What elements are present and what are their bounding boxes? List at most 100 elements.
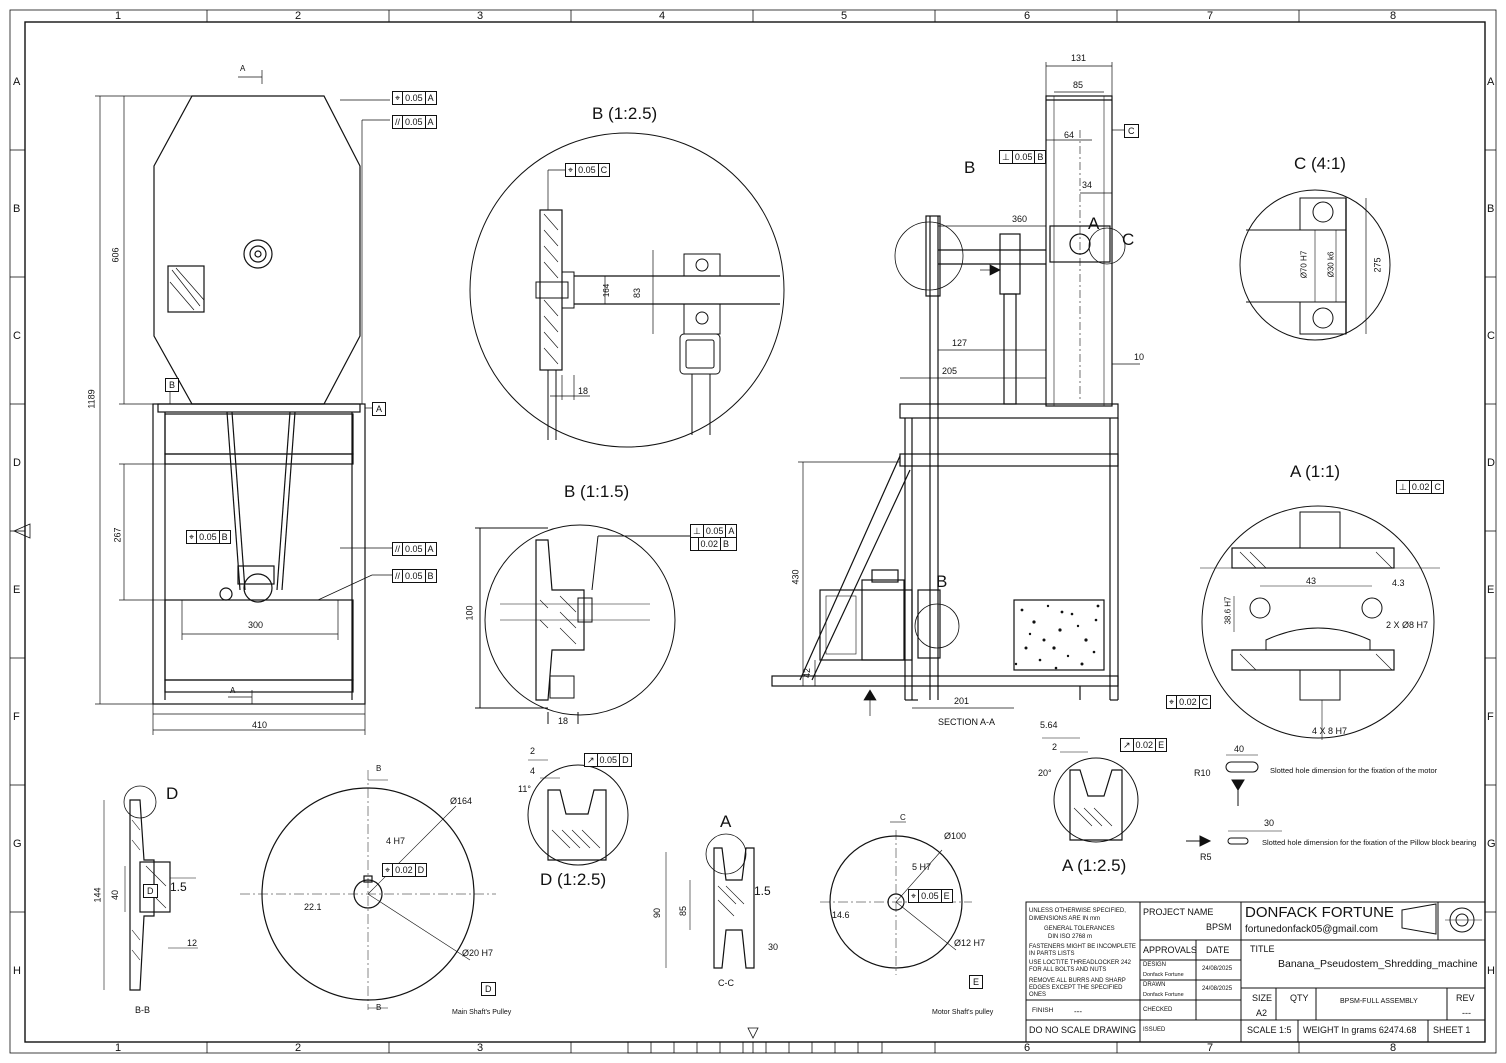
- tb-rev-label: REV: [1456, 993, 1475, 1003]
- dim-201: 201: [954, 696, 970, 706]
- zone-row-h-right: H: [1487, 965, 1495, 977]
- cut-a-top: A: [240, 64, 246, 73]
- cut-c-top: C: [900, 813, 906, 822]
- outer-border: [9, 9, 1497, 1054]
- datum-b: B: [165, 378, 180, 392]
- dim-2: 2: [530, 746, 536, 756]
- hopper-outline: [153, 95, 361, 405]
- tb-drawn-label: DRAWN: [1143, 982, 1166, 988]
- dim-15-cc: 1.5: [754, 884, 771, 898]
- zone-col-8: 8: [1390, 10, 1397, 22]
- zone-row-b: B: [13, 203, 21, 215]
- bb-label: B-B: [135, 1005, 151, 1015]
- dim-90: 90: [652, 907, 663, 919]
- section-aa-dims: [798, 62, 1140, 716]
- tb-qty-label: QTY: [1290, 993, 1309, 1003]
- dim-phi164: Ø164: [450, 796, 473, 806]
- tb-design-label: DESIGN: [1143, 962, 1167, 968]
- zone-row-h: H: [13, 965, 21, 977]
- zone-row-a-right: A: [1487, 76, 1495, 88]
- datum-d: D: [481, 982, 496, 996]
- tb-size: A2: [1256, 1008, 1268, 1018]
- detail-b-25: [469, 132, 785, 448]
- datum-c: C: [1124, 124, 1139, 138]
- dim-300: 300: [248, 620, 264, 630]
- tb-project-name-label: PROJECT NAME: [1143, 907, 1214, 917]
- dim-2x8: 2 X Ø8 H7: [1386, 620, 1429, 630]
- dim-r5: R5: [1200, 852, 1212, 862]
- tb-iso: DIN ISO 2768 m: [1048, 934, 1093, 940]
- motor-pulley-label: Motor Shaft's pulley: [932, 1009, 994, 1016]
- zone-ticks: [10, 10, 1496, 1054]
- callout-b-upper: B: [964, 158, 976, 177]
- cc-view: [665, 833, 755, 969]
- tb-finish-label: FINISH: [1032, 1007, 1054, 1014]
- tb-weight: WEIGHT In grams 62474.68: [1303, 1025, 1417, 1035]
- zone-col-8-bottom: 8: [1390, 1042, 1397, 1054]
- dim-43: 43: [1306, 576, 1317, 586]
- tb-drawn-by: Donfack Fortune: [1143, 992, 1184, 998]
- note-slot-motor: Slotted hole dimension for the fixation …: [1270, 766, 1438, 775]
- zone-row-d: D: [13, 457, 21, 469]
- dim-30k6: Ø30 k6: [1326, 251, 1336, 278]
- dim-267: 267: [112, 527, 123, 543]
- tb-email: fortunedonfack05@gmail.com: [1245, 924, 1378, 935]
- tb-general-note: UNLESS OTHERWISE SPECIFIED, DIMENSIONS A…: [1029, 908, 1126, 922]
- callout-d: D: [166, 784, 179, 803]
- datum-d-bb: D: [143, 884, 158, 898]
- cut-b-top: B: [376, 764, 382, 773]
- detail-a-25: [1042, 737, 1139, 843]
- dim-4x8: 4 X 8 H7: [1312, 726, 1348, 736]
- dim-42: 42: [802, 667, 813, 679]
- dim-12: 12: [187, 938, 198, 948]
- tb-finish-value: ---: [1074, 1007, 1082, 1016]
- dim-64: 64: [1064, 130, 1075, 140]
- tb-loctite: USE LOCTITE THREADLOCKER 242 FOR ALL BOL…: [1029, 960, 1131, 973]
- zone-col-1-bottom: 1: [115, 1042, 122, 1054]
- detail-c-title: C (4:1): [1294, 154, 1346, 173]
- tb-issued: ISSUED: [1143, 1027, 1166, 1033]
- dim-430: 430: [790, 569, 801, 585]
- tb-date: DATE: [1206, 945, 1230, 955]
- detail-b-25-title: B (1:2.5): [592, 104, 658, 123]
- dim-83: 83: [632, 287, 643, 299]
- tb-approvals: APPROVALS: [1143, 945, 1197, 955]
- dim-20h7: Ø20 H7: [462, 948, 494, 958]
- section-aa: [771, 95, 1119, 701]
- detail-a-1: [1200, 505, 1440, 740]
- dim-564: 5.64: [1040, 720, 1058, 730]
- tb-title: Banana_Pseudostem_Shredding_machine: [1278, 958, 1478, 970]
- dim-205: 205: [942, 366, 958, 376]
- dim-146: 14.6: [832, 910, 850, 920]
- cut-b-bottom: B: [376, 1003, 382, 1012]
- zone-col-2: 2: [295, 10, 302, 22]
- dim-5h7: 5 H7: [912, 862, 932, 872]
- dim-131: 131: [1071, 53, 1087, 63]
- detail-a-1-title: A (1:1): [1290, 462, 1341, 481]
- dim-34: 34: [1082, 180, 1093, 190]
- zone-row-e: E: [13, 584, 21, 596]
- datum-a: A: [372, 402, 387, 416]
- dim-r10: R10: [1194, 768, 1211, 778]
- tb-drawn-date: 24/08/2025: [1202, 986, 1233, 992]
- tb-no-scale: DO NO SCALE DRAWING: [1029, 1025, 1137, 1035]
- zone-row-a: A: [13, 76, 21, 88]
- dim-386: 38.6 H7: [1223, 596, 1233, 625]
- zone-col-7-bottom: 7: [1207, 1042, 1214, 1054]
- tb-checked: CHECKED: [1143, 1007, 1173, 1013]
- dim-18-b15: 18: [558, 716, 569, 726]
- dim-4h7: 4 H7: [386, 836, 406, 846]
- tb-scale: SCALE 1:5: [1247, 1025, 1292, 1035]
- zone-row-e-right: E: [1487, 584, 1495, 596]
- dim-275: 275: [1372, 257, 1383, 273]
- zone-row-b-right: B: [1487, 203, 1495, 215]
- dim-43-tol: 4.3: [1392, 578, 1405, 588]
- dim-164: 164: [602, 283, 612, 298]
